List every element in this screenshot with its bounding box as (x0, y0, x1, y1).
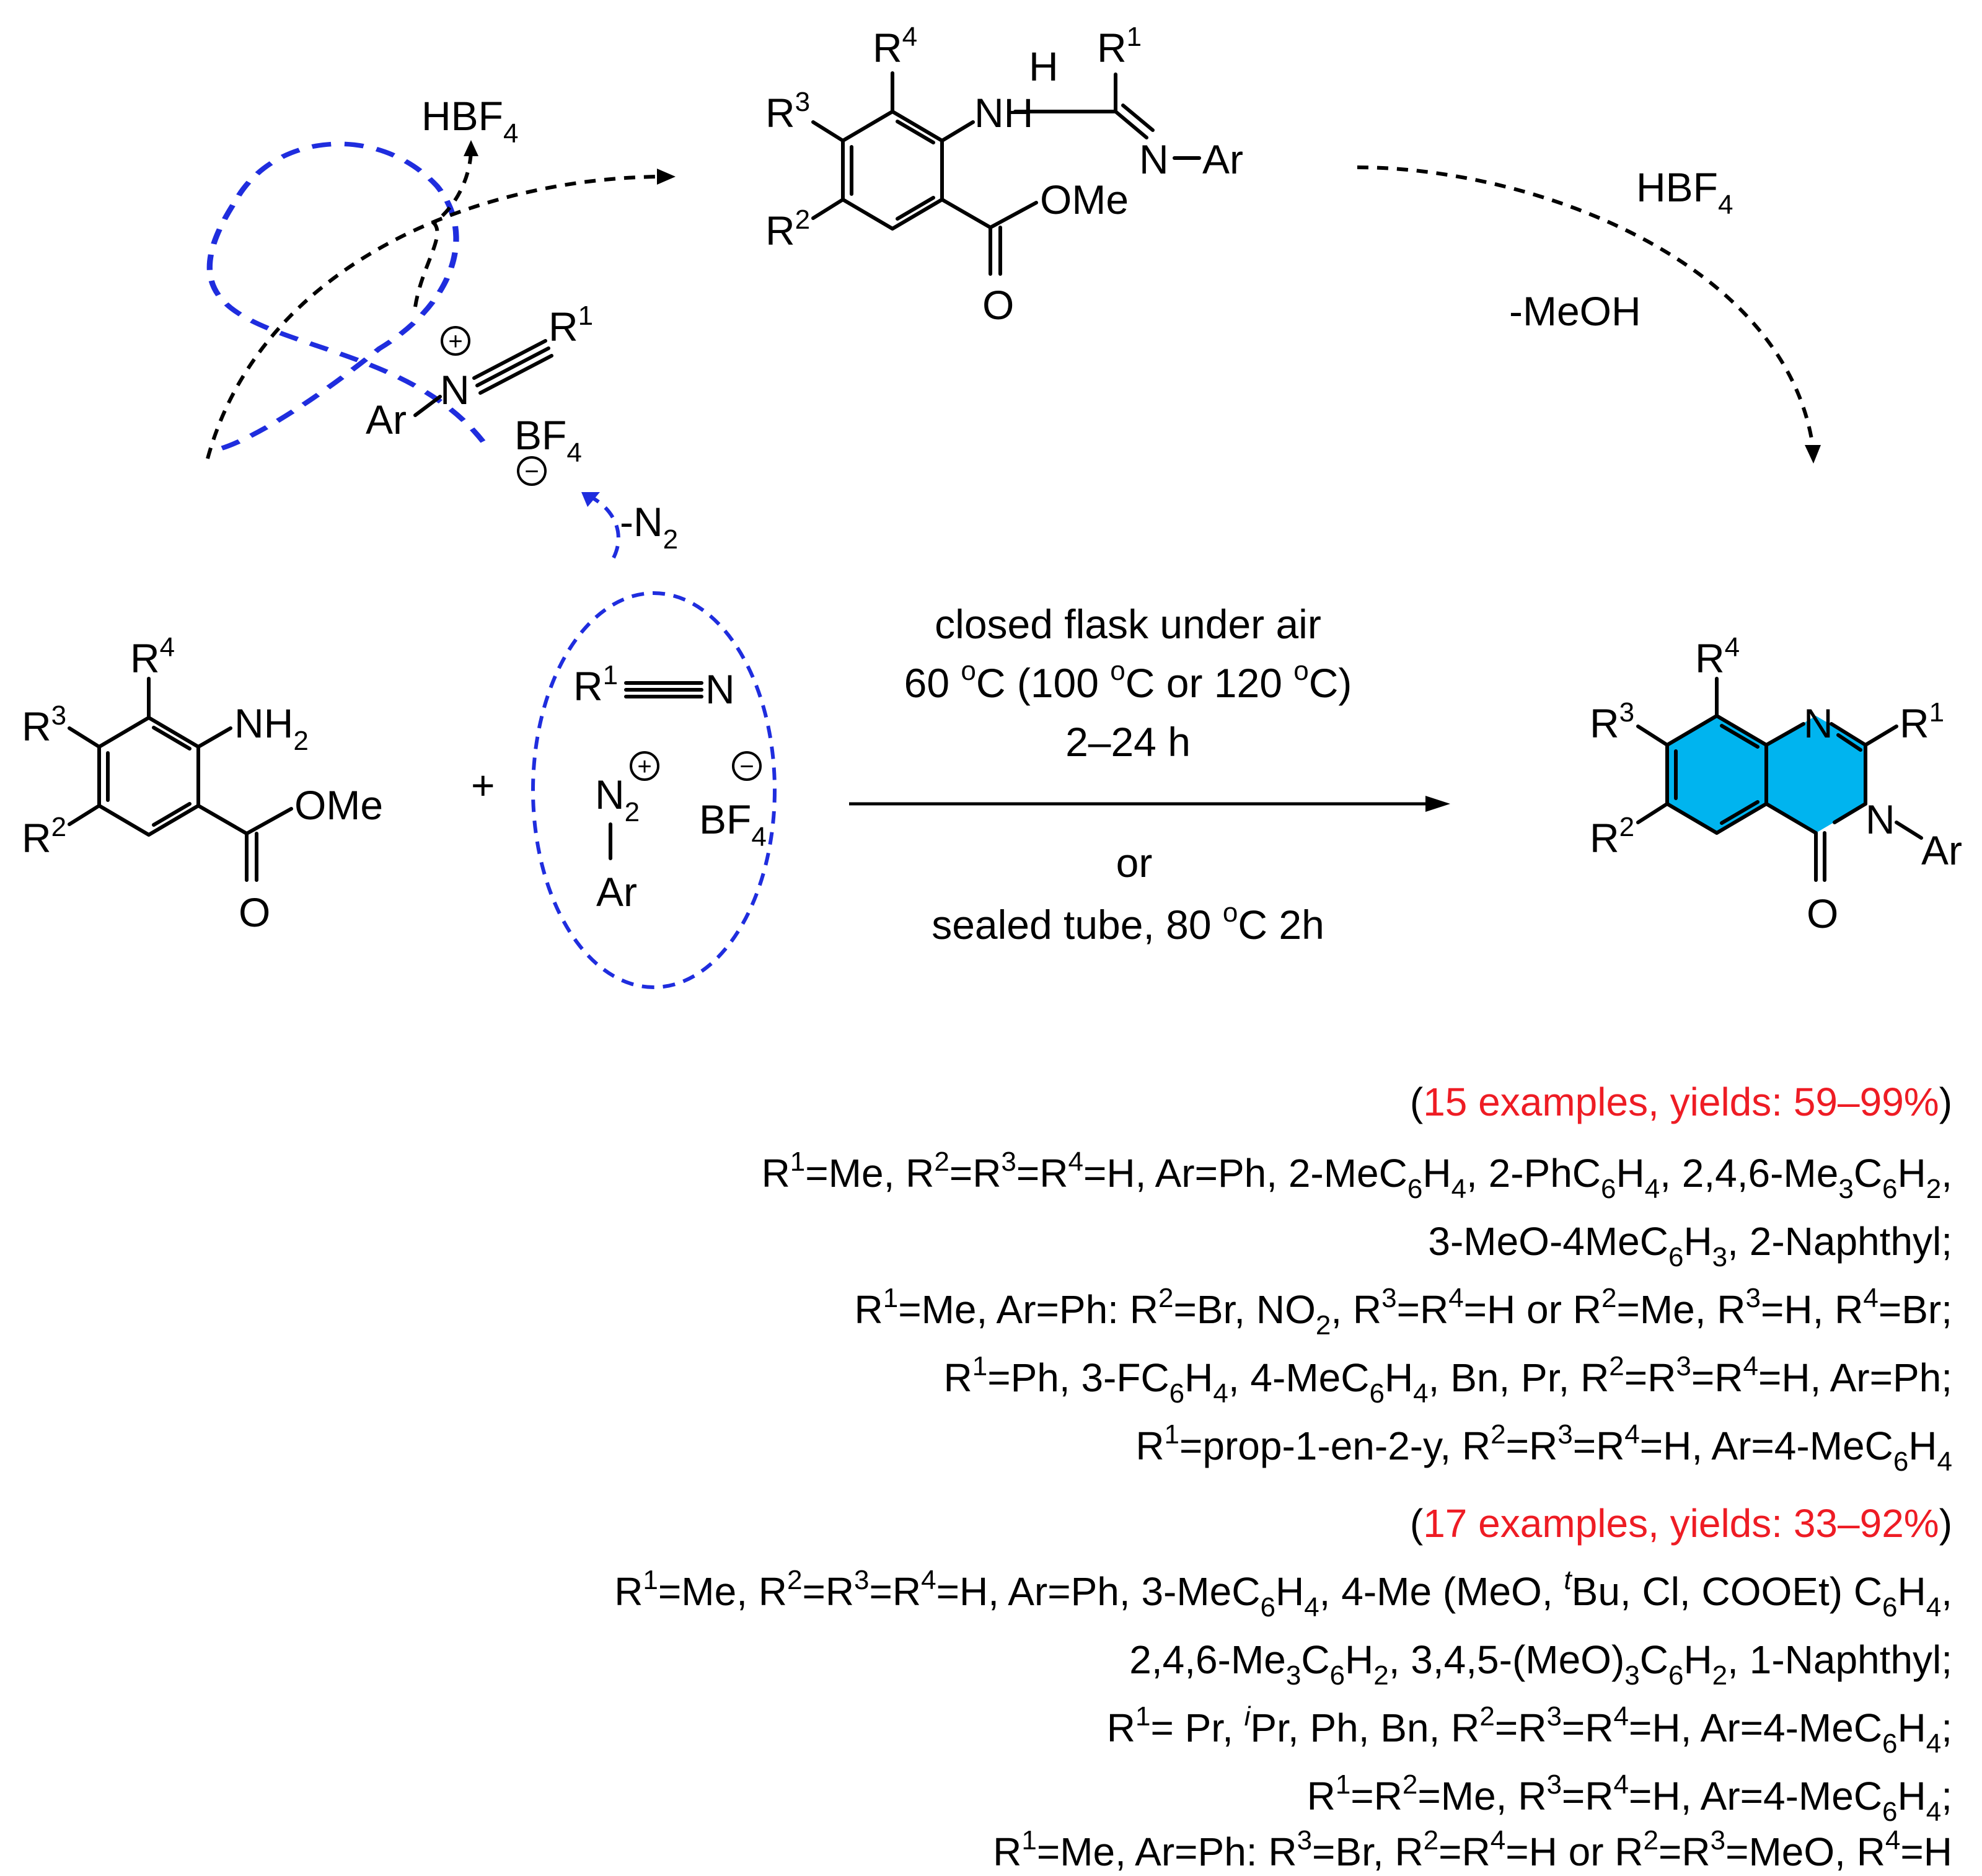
product-ar-label: Ar (1921, 827, 1962, 873)
reaction-conditions: closed flask under air 60 oC (100 oC or … (849, 601, 1450, 948)
product-n1-label: N (1804, 700, 1833, 746)
intermediate-r1-label: R1 (1097, 22, 1142, 71)
nitrilium-bf4-label: BF4 (514, 412, 582, 468)
product-r2-label: R2 (1590, 812, 1634, 861)
conditions-line-3: 2–24 h (1065, 719, 1191, 765)
nitrilium-minus-icon: − (524, 458, 539, 485)
amine-r4-label: R4 (130, 632, 175, 681)
intermediate-h-label: H (1029, 43, 1059, 89)
intermediate-r2-label: R2 (765, 205, 810, 253)
quinazolinone-product: R4 R3 R2 N R1 N Ar O (1590, 632, 1962, 936)
diazonium-n2-label: N2 (595, 772, 640, 827)
diazonium-plus-icon: + (637, 753, 651, 780)
nitrogen-loss-label: -N2 (620, 499, 678, 555)
conditions-or: or (1116, 840, 1153, 886)
scope-1-line-1: R1=Me, R2=R3=R4=H, Ar=Ph, 2-MeC6H4, 2-Ph… (762, 1147, 1952, 1204)
scope-block-2: (17 examples, yields: 33–92%) R1=Me, R2=… (614, 1501, 1952, 1874)
hbf4-released-label: HBF4 (421, 93, 518, 149)
nitrilium-n-label: N (440, 367, 470, 413)
scope-1-line-4: R1=Ph, 3-FC6H4, 4-MeC6H4, Bn, Pr, R2=R3=… (944, 1351, 1952, 1409)
scope-2-line-1: R1=Me, R2=R3=R4=H, Ar=Ph, 3-MeC6H4, 4-Me… (614, 1565, 1952, 1623)
product-r3-label: R3 (1590, 697, 1634, 746)
cyclization-acid-label: HBF4 (1636, 164, 1733, 220)
nitrile-diazonium-reagents: R1 N + N2 Ar − BF4 (531, 591, 777, 989)
nitrilium-ar-label: Ar (366, 397, 407, 443)
intermediate-r3-label: R3 (765, 87, 810, 136)
conditions-line-4: sealed tube, 80 oC 2h (932, 897, 1324, 948)
scope-2-line-3: R1= Pr, iPr, Ph, Bn, R2=R3=R4=H, Ar=4-Me… (1107, 1701, 1952, 1759)
scope-2-header: (17 examples, yields: 33–92%) (1410, 1501, 1952, 1546)
scope-1-line-2: 3-MeO-4MeC6H3, 2-Naphthyl; (1428, 1219, 1952, 1272)
nitrilium-intermediate: -N2 Ar N + R1 BF4 − (206, 141, 678, 559)
product-n3-label: N (1865, 796, 1895, 842)
intermediate-nh-label: NH (974, 90, 1033, 136)
cyclization-loss-label: -MeOH (1509, 288, 1641, 334)
scope-1-line-3: R1=Me, Ar=Ph: R2=Br, NO2, R3=R4=H or R2=… (855, 1283, 1953, 1341)
product-r4-label: R4 (1695, 632, 1740, 681)
intermediate-carbonyl-o-label: O (982, 282, 1014, 328)
intermediate-ar-label: Ar (1202, 136, 1243, 182)
nitrilium-r1-label: R1 (548, 301, 593, 350)
amine-ester-label: OMe (294, 782, 383, 828)
scope-block-1: (15 examples, yields: 59–99%) R1=Me, R2=… (762, 1080, 1952, 1477)
bf4-minus-icon: − (739, 753, 754, 780)
scope-1-header: (15 examples, yields: 59–99%) (1410, 1080, 1952, 1124)
amine-r3-label: R3 (22, 700, 66, 749)
amine-r2-label: R2 (22, 812, 66, 861)
plus-sign: + (471, 762, 495, 808)
intermediate-ester-label: OMe (1040, 177, 1129, 222)
nitrilium-plus-icon: + (448, 328, 462, 355)
diazonium-bf4-label: BF4 (699, 796, 767, 852)
starting-amine: R4 R3 R2 NH2 OMe O (22, 632, 383, 935)
nitrile-r1-label: R1 (573, 660, 618, 709)
amine-carbonyl-o-label: O (239, 889, 270, 935)
conditions-line-2: 60 oC (100 oC or 120 oC) (904, 656, 1352, 706)
scope-2-line-5: R1=Me, Ar=Ph: R3=Br, R2=R4=H or R2=R3=Me… (993, 1825, 1952, 1874)
intermediate-r4-label: R4 (873, 22, 917, 71)
scope-2-line-2: 2,4,6-Me3C6H2, 3,4,5-(MeO)3C6H2, 1-Napht… (1129, 1637, 1952, 1691)
scope-1-line-5: R1=prop-1-en-2-y, R2=R3=R4=H, Ar=4-MeC6H… (1135, 1419, 1952, 1477)
conditions-line-1: closed flask under air (935, 601, 1321, 647)
product-carbonyl-o-label: O (1807, 891, 1838, 936)
scope-2-line-4: R1=R2=Me, R3=R4=H, Ar=4-MeC6H4; (1307, 1769, 1952, 1827)
amine-nh2-label: NH2 (234, 700, 309, 756)
intermediate-n-label: N (1139, 136, 1169, 182)
product-r1-label: R1 (1900, 697, 1944, 746)
diazonium-ar-label: Ar (596, 869, 637, 915)
amidine-intermediate: R4 R3 R2 H NH R1 N Ar OMe O (765, 22, 1243, 328)
nitrile-n-label: N (705, 666, 735, 712)
